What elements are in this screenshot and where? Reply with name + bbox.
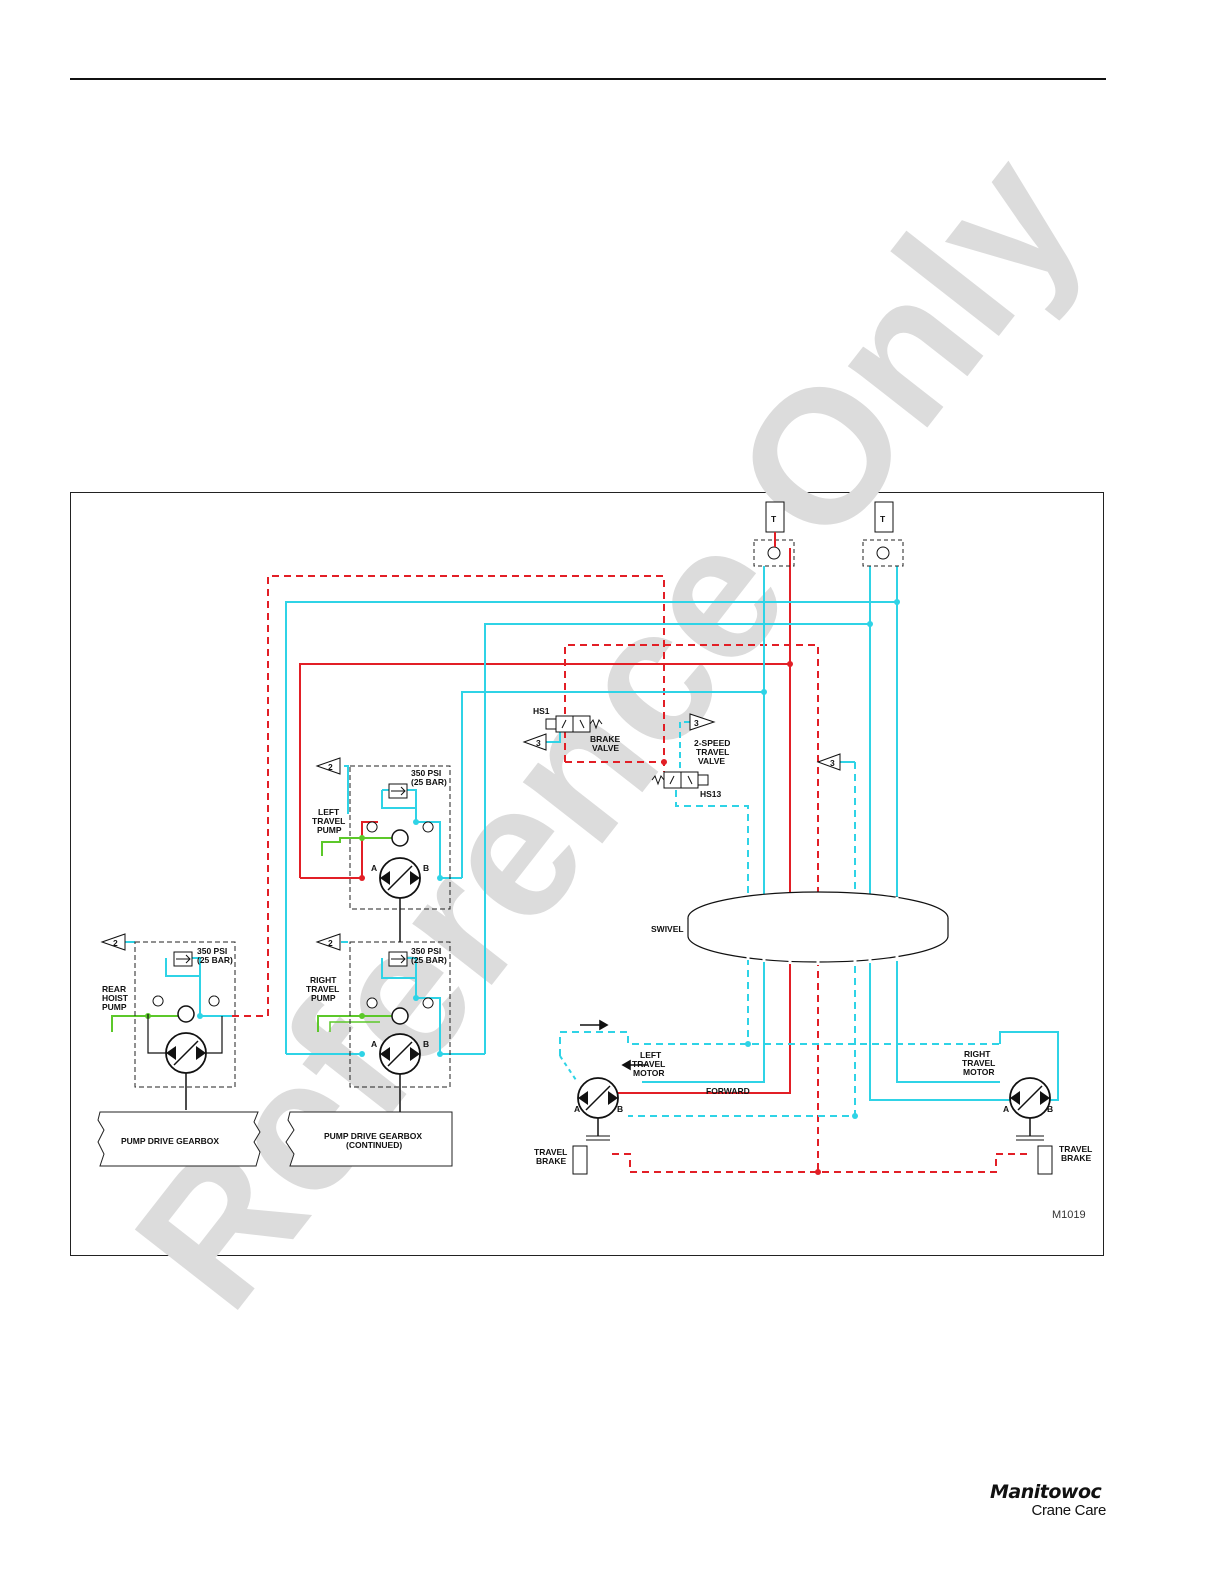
relief-right-1: 350 PSI <box>411 946 441 956</box>
relief-left-1: 350 PSI <box>411 768 441 778</box>
left-pump-port-a: A <box>371 863 377 873</box>
diagram-frame <box>70 492 1104 1256</box>
red-pressure-lines <box>232 548 1030 1173</box>
tank-left <box>753 501 795 567</box>
right-pump-port-b: B <box>423 1039 429 1049</box>
relief-left-2: (25 BAR) <box>411 777 447 787</box>
figure-ref: M1019 <box>1052 1209 1086 1221</box>
ref-3-brake: 3 <box>536 738 541 748</box>
travel-brake-right-2: BRAKE <box>1061 1153 1092 1163</box>
rear-hoist-pump-label-2: HOIST <box>102 993 129 1003</box>
pump-drive-gearbox-continued <box>285 1111 453 1167</box>
left-travel-pump-label-2: TRAVEL <box>312 816 345 826</box>
ref-triangles <box>100 713 841 951</box>
hs1-label: HS1 <box>533 706 550 716</box>
rear-hoist-pump <box>134 941 236 1110</box>
labels: 2 2 2 3 3 3 REAR HOIST PUMP 350 PSI (25 … <box>102 514 1092 1221</box>
flow-arrows <box>580 1019 648 1071</box>
tank-label-left: T <box>771 514 777 524</box>
brake-valve-hs1 <box>545 715 603 733</box>
travel-brake-left-1: TRAVEL <box>534 1147 567 1157</box>
swivel <box>687 891 949 965</box>
left-motor-label-3: MOTOR <box>633 1068 664 1078</box>
green-suction-lines <box>111 837 392 1032</box>
right-motor-label-3: MOTOR <box>963 1067 994 1077</box>
logo-subtitle: Crane Care <box>1031 1502 1106 1519</box>
ref-3-swivel: 3 <box>830 758 835 768</box>
two-speed-label-1: 2-SPEED <box>694 738 730 748</box>
brake-valve-label-2: VALVE <box>592 743 619 753</box>
left-pump-port-b: B <box>423 863 429 873</box>
left-travel-motor-symbol <box>572 1077 619 1175</box>
right-motor-port-b: B <box>1047 1104 1053 1114</box>
ref-2-right: 2 <box>328 938 333 948</box>
relief-rear-1: 350 PSI <box>197 946 227 956</box>
rear-hoist-pump-label-1: REAR <box>102 984 126 994</box>
right-travel-pump-label-3: PUMP <box>311 993 336 1003</box>
relief-right-2: (25 BAR) <box>411 955 447 965</box>
ref-2-rear: 2 <box>113 938 118 948</box>
two-speed-valve-hs13 <box>651 771 709 789</box>
right-pump-port-a: A <box>371 1039 377 1049</box>
left-motor-label-1: LEFT <box>640 1050 662 1060</box>
gearbox-label: PUMP DRIVE GEARBOX <box>121 1136 219 1146</box>
hs13-label: HS13 <box>700 789 722 799</box>
right-travel-pump-label-2: TRAVEL <box>306 984 339 994</box>
tank-right <box>862 501 904 567</box>
logo-brand-name: Manitowoc <box>990 1481 1102 1503</box>
ref-3-2speed: 3 <box>694 718 699 728</box>
right-travel-pump <box>349 941 451 1112</box>
header-rule <box>70 78 1106 80</box>
right-motor-label-2: TRAVEL <box>962 1058 995 1068</box>
travel-brake-left-2: BRAKE <box>536 1156 567 1166</box>
left-motor-port-b: B <box>617 1104 623 1114</box>
left-travel-pump-label-1: LEFT <box>318 807 340 817</box>
gearbox-cont-label-1: PUMP DRIVE GEARBOX <box>324 1131 422 1141</box>
two-speed-label-3: VALVE <box>698 756 725 766</box>
left-motor-label-2: TRAVEL <box>632 1059 665 1069</box>
gearbox-cont-label-2: (CONTINUED) <box>346 1140 402 1150</box>
travel-brake-right-1: TRAVEL <box>1059 1144 1092 1154</box>
right-travel-motor-symbol <box>1009 1077 1053 1175</box>
left-travel-pump <box>349 765 451 942</box>
relief-rear-2: (25 BAR) <box>197 955 233 965</box>
tank-label-right: T <box>880 514 886 524</box>
junction-dots <box>145 599 900 1175</box>
left-motor-port-a: A <box>574 1104 580 1114</box>
swivel-label: SWIVEL <box>651 924 684 934</box>
manitowoc-logo: Manitowoc Crane Care <box>990 1482 1110 1522</box>
pump-drive-gearbox <box>97 1111 261 1167</box>
right-motor-port-a: A <box>1003 1104 1009 1114</box>
right-motor-label-1: RIGHT <box>964 1049 991 1059</box>
right-travel-pump-label-1: RIGHT <box>310 975 337 985</box>
ref-2-left: 2 <box>328 762 333 772</box>
brake-valve-label-1: BRAKE <box>590 734 621 744</box>
left-travel-pump-label-3: PUMP <box>317 825 342 835</box>
forward-label: FORWARD <box>706 1086 750 1096</box>
rear-hoist-pump-label-3: PUMP <box>102 1002 127 1012</box>
two-speed-label-2: TRAVEL <box>696 747 729 757</box>
